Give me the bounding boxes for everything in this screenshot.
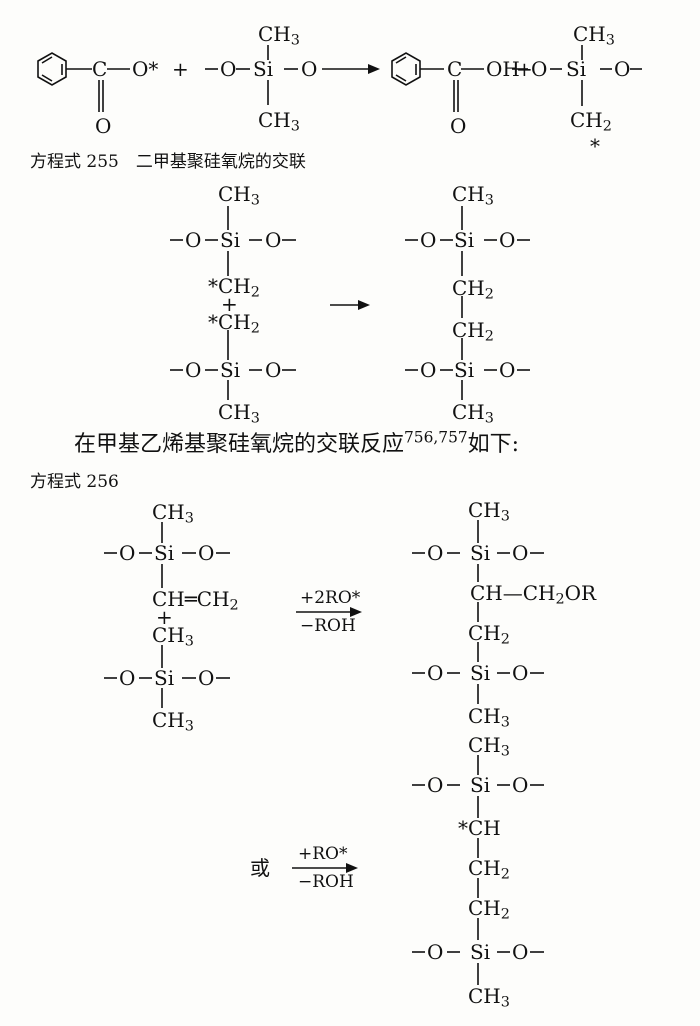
methylene-radical: CH2: [570, 108, 612, 135]
methyl-group: CH3: [152, 623, 194, 650]
siloxane-oxygen: O: [499, 228, 516, 252]
siloxane-oxygen: O: [185, 228, 202, 252]
siloxane-oxygen: O: [427, 661, 444, 685]
siloxane-oxygen: O: [427, 773, 444, 797]
methylene-group: CH2: [468, 896, 510, 923]
methyl-group: CH3: [468, 984, 510, 1011]
benzene-ring-right: [391, 52, 421, 86]
reagent-label: +2RO*: [300, 588, 361, 608]
silicon-atom: Si: [470, 541, 491, 565]
siloxane-oxygen: O: [198, 666, 215, 690]
reagent-label: +RO*: [298, 844, 348, 864]
silicon-atom: Si: [454, 358, 475, 382]
siloxane-oxygen: O: [420, 358, 437, 382]
siloxane-oxygen: O: [427, 940, 444, 964]
benzene-ring-left: [37, 52, 67, 86]
silicon-atom: Si: [220, 358, 241, 382]
byproduct-label: −ROH: [300, 616, 356, 636]
silicon-atom: Si: [470, 940, 491, 964]
silicon-atom: Si: [454, 228, 475, 252]
or-label: 或: [250, 856, 270, 880]
carbonyl-oxygen: O: [450, 114, 467, 138]
methyl-group: CH3: [452, 182, 494, 209]
methine-radical: *CH: [458, 816, 501, 840]
siloxane-oxygen: O: [119, 541, 136, 565]
carbonyl-carbon: C: [447, 57, 463, 81]
methyl-group: CH3: [152, 708, 194, 735]
siloxane-oxygen: O: [301, 57, 318, 81]
silicon-atom: Si: [566, 57, 587, 81]
siloxane-oxygen: O: [265, 358, 282, 382]
plus-sign: +: [221, 292, 238, 316]
carbonyl-carbon: C: [92, 57, 108, 81]
silicon-atom: Si: [470, 661, 491, 685]
silicon-atom: Si: [154, 541, 175, 565]
siloxane-oxygen: O: [531, 57, 548, 81]
methylene-group: CH2: [452, 318, 494, 345]
methylene-group: CH2: [468, 856, 510, 883]
methyl-group: CH3: [152, 500, 194, 527]
plus-sign: +: [156, 605, 173, 629]
siloxane-oxygen: O: [265, 228, 282, 252]
methyl-group: CH3: [218, 400, 260, 427]
siloxane-oxygen: O: [512, 773, 529, 797]
siloxane-oxygen: O: [198, 541, 215, 565]
methyl-group: CH3: [573, 22, 615, 49]
methyl-group: CH3: [452, 400, 494, 427]
siloxane-oxygen: O: [614, 57, 631, 81]
methyl-group: CH3: [258, 22, 300, 49]
silicon-atom: Si: [154, 666, 175, 690]
methylene-group: CH2: [468, 621, 510, 648]
siloxane-oxygen: O: [512, 940, 529, 964]
siloxane-oxygen: O: [185, 358, 202, 382]
methylene-radical: *CH2: [208, 310, 260, 337]
radical-oxygen: O*: [132, 57, 159, 81]
plus-sign: +: [172, 57, 189, 81]
alkoxy-chain: CH—CH2OR: [470, 581, 597, 608]
hydroxyl-group: OH: [486, 57, 520, 81]
body-sentence: 在甲基乙烯基聚硅氧烷的交联反应756,757如下:: [74, 428, 520, 457]
carbonyl-oxygen: O: [95, 114, 112, 138]
equation-caption: 方程式 256: [30, 472, 119, 492]
radical-star: *: [590, 134, 600, 158]
siloxane-oxygen: O: [512, 661, 529, 685]
siloxane-oxygen: O: [499, 358, 516, 382]
methyl-group: CH3: [218, 182, 260, 209]
equation-caption: 方程式 255 二甲基聚硅氧烷的交联: [30, 152, 306, 172]
byproduct-label: −ROH: [298, 872, 354, 892]
siloxane-oxygen: O: [220, 57, 237, 81]
methyl-group: CH3: [258, 108, 300, 135]
siloxane-oxygen: O: [119, 666, 136, 690]
methyl-group: CH3: [468, 498, 510, 525]
methylene-group: CH2: [452, 276, 494, 303]
plus-sign: +: [516, 57, 533, 81]
siloxane-oxygen: O: [512, 541, 529, 565]
methylene-radical: *CH2: [208, 274, 260, 301]
silicon-atom: Si: [253, 57, 274, 81]
silicon-atom: Si: [220, 228, 241, 252]
silicon-atom: Si: [470, 773, 491, 797]
methyl-group: CH3: [468, 704, 510, 731]
vinyl-group: CH═CH2: [152, 587, 239, 614]
siloxane-oxygen: O: [420, 228, 437, 252]
methyl-group: CH3: [468, 733, 510, 760]
siloxane-oxygen: O: [427, 541, 444, 565]
